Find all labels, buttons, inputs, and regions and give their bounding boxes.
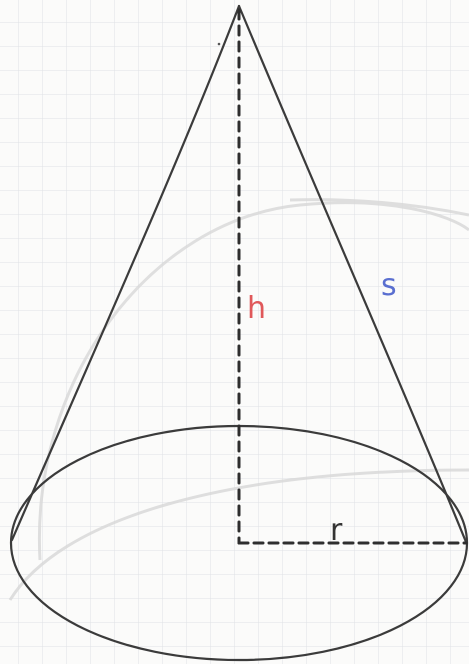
stray-dot	[217, 42, 221, 46]
faint-background-sketch	[8, 198, 469, 601]
slant-height-label: s	[381, 268, 397, 303]
cone-right-edge	[237, 4, 468, 544]
radius-label: r	[330, 513, 343, 548]
cone-left-edge	[10, 4, 241, 542]
height-label: h	[247, 291, 266, 326]
